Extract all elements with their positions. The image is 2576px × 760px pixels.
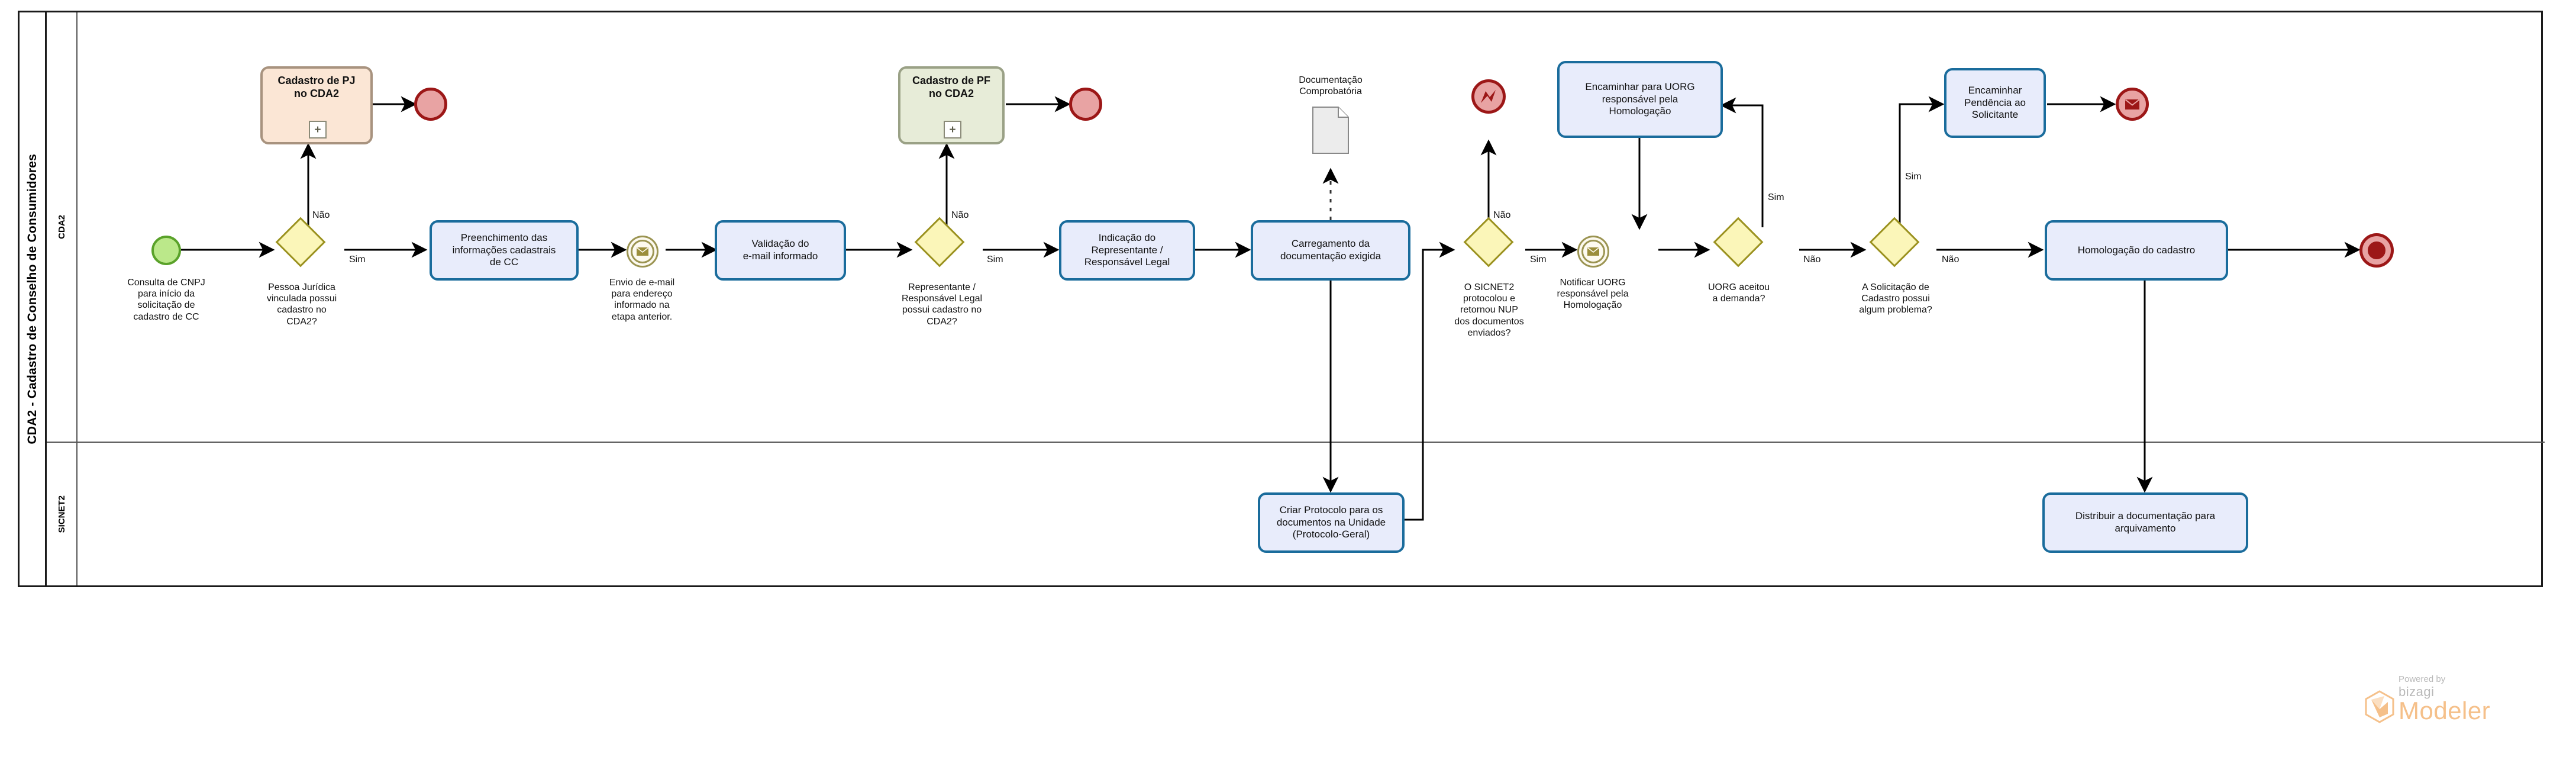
task-encaminhar-uorg[interactable]: Encaminhar para UORG responsável pela Ho… (1557, 61, 1723, 138)
end-event-terminate[interactable] (2359, 233, 2394, 268)
task-criar-protocolo[interactable]: Criar Protocolo para os documentos na Un… (1258, 492, 1405, 553)
task-homologacao-cadastro-label: Homologação do cadastro (2077, 244, 2196, 256)
task-carregamento-documentacao[interactable]: Carregamento da documentação exigida (1251, 220, 1410, 281)
flow-label-prob-sim: Sim (1905, 172, 1922, 182)
task-carregamento-documentacao-label: Carregamento da documentação exigida (1280, 238, 1381, 262)
task-encaminhar-uorg-label: Encaminhar para UORG responsável pela Ho… (1585, 80, 1695, 117)
end-event-error[interactable] (1471, 79, 1506, 114)
flow-label-sicnet-nao: Não (1493, 210, 1511, 220)
flow-label-sicnet-sim: Sim (1530, 255, 1547, 265)
message-event-notificar-uorg-label: Notificar UORG responsável pela Homologa… (1557, 278, 1629, 311)
start-event-label: Consulta de CNPJ para início da solicita… (127, 278, 205, 322)
start-event[interactable] (151, 236, 181, 265)
lane-sicnet2: SICNET2 (47, 443, 2545, 585)
lane-cda2: CDA2 (47, 12, 2545, 443)
message-event-notificar-uorg[interactable] (1577, 236, 1609, 268)
pool-title-label: CDA2 - Cadastro de Conselho de Consumido… (25, 153, 39, 445)
envelope-icon (1587, 247, 1599, 256)
plus-marker-icon: + (309, 121, 327, 139)
pool-title: CDA2 - Cadastro de Conselho de Consumido… (20, 12, 47, 585)
task-indicacao-representante-label: Indicação do Representante / Responsável… (1084, 231, 1170, 268)
task-encaminhar-pendencia-label: Encaminhar Pendência ao Solicitante (1964, 84, 2026, 121)
data-object-label: Documentação Comprobatória (1299, 75, 1363, 97)
message-event-envio-email[interactable] (627, 236, 658, 268)
task-preenchimento-label: Preenchimento das informações cadastrais… (452, 231, 556, 268)
lane-label-sicnet2: SICNET2 (47, 443, 78, 585)
flow-label-pj-nao: Não (312, 210, 330, 220)
watermark-product: Modeler (2399, 697, 2491, 724)
watermark-brand: bizagi (2399, 684, 2435, 699)
task-distribuir-documentacao-label: Distribuir a documentação para arquivame… (2075, 510, 2216, 534)
task-criar-protocolo-label: Criar Protocolo para os documentos na Un… (1276, 504, 1386, 540)
gateway-uorg-aceitou-label: UORG aceitou a demanda? (1707, 282, 1770, 304)
task-indicacao-representante[interactable]: Indicação do Representante / Responsável… (1059, 220, 1195, 281)
end-event-after-pj[interactable] (414, 88, 447, 121)
task-validacao-email-label: Validação do e-mail informado (743, 238, 818, 262)
gateway-representante-legal-label: Representante / Responsável Legal possui… (901, 282, 983, 327)
gateway-solicitacao-problema-label: A Solicitação de Cadastro possui algum p… (1859, 282, 1932, 315)
task-encaminhar-pendencia[interactable]: Encaminhar Pendência ao Solicitante (1944, 68, 2046, 138)
data-object-icon (1312, 107, 1349, 154)
gateway-sicnet2-protocolou-label: O SICNET2 protocolou e retornou NUP dos … (1454, 282, 1524, 338)
flow-label-uorg-nao: Não (1803, 255, 1821, 265)
message-event-envio-email-label: Envio de e-mail para endereço informado … (609, 278, 675, 322)
end-event-after-pf[interactable] (1069, 88, 1102, 121)
envelope-icon (2125, 99, 2139, 110)
flow-label-prob-nao: Não (1942, 255, 1960, 265)
task-validacao-email[interactable]: Validação do e-mail informado (715, 220, 846, 281)
subprocess-cadastro-pf[interactable]: Cadastro de PF no CDA2 + (898, 66, 1005, 144)
task-preenchimento-informacoes[interactable]: Preenchimento das informações cadastrais… (430, 220, 579, 281)
bizagi-logo-icon (2365, 690, 2394, 723)
lane-sicnet2-label: SICNET2 (56, 495, 67, 533)
subprocess-cadastro-pj-label: Cadastro de PJ no CDA2 (277, 75, 356, 99)
task-homologacao-cadastro[interactable]: Homologação do cadastro (2045, 220, 2228, 281)
envelope-icon (637, 247, 648, 256)
lane-label-cda2: CDA2 (47, 12, 78, 442)
subprocess-cadastro-pj[interactable]: Cadastro de PJ no CDA2 + (260, 66, 373, 144)
watermark-powered-by: Powered by (2399, 674, 2446, 684)
task-distribuir-documentacao[interactable]: Distribuir a documentação para arquivame… (2042, 492, 2248, 553)
gateway-pessoa-juridica-label: Pessoa Jurídica vinculada possui cadastr… (266, 282, 337, 327)
bizagi-watermark: Powered by bizagi Modeler (2364, 674, 2559, 723)
flow-label-pf-nao: Não (951, 210, 969, 220)
subprocess-cadastro-pf-label: Cadastro de PF no CDA2 (912, 75, 991, 99)
end-event-message[interactable] (2116, 88, 2149, 121)
lane-cda2-label: CDA2 (56, 215, 67, 239)
flow-label-pj-sim: Sim (349, 255, 366, 265)
plus-marker-icon: + (944, 121, 961, 139)
flow-label-uorg-sim: Sim (1768, 192, 1784, 202)
error-bolt-icon (1481, 90, 1496, 103)
flow-label-pf-sim: Sim (987, 255, 1003, 265)
